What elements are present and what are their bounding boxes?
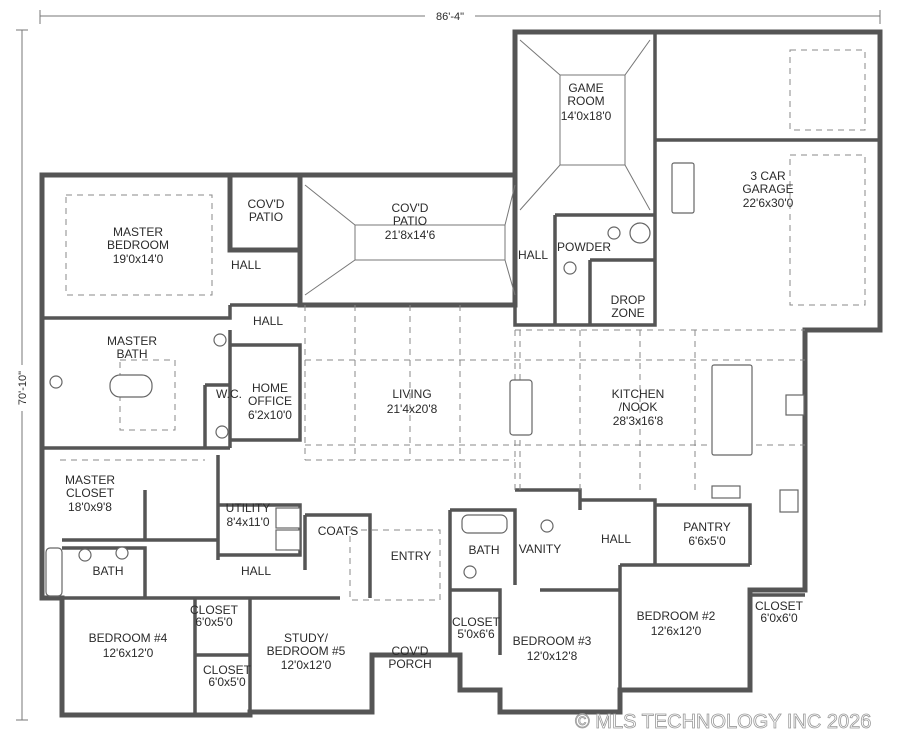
kitchen-size: 28'3x16'8 bbox=[613, 414, 664, 428]
master-bedroom-line2: BEDROOM bbox=[107, 238, 169, 252]
hall-game-label: HALL bbox=[518, 248, 548, 262]
watermark: © MLS TECHNOLOGY INC 2026 bbox=[575, 711, 871, 733]
hall-bottom-label: HALL bbox=[241, 564, 271, 578]
study-size: 12'0x12'0 bbox=[281, 658, 332, 672]
home-office-line1: HOME bbox=[252, 381, 288, 395]
garage-name-line1: 3 CAR bbox=[750, 169, 786, 183]
kitchen-line2: /NOOK bbox=[619, 400, 658, 414]
master-bedroom-size: 19'0x14'0 bbox=[113, 252, 164, 266]
master-bath-line1: MASTER bbox=[107, 334, 157, 348]
garage-name-line2: GARAGE bbox=[742, 182, 793, 196]
home-office-size: 6'2x10'0 bbox=[248, 408, 292, 422]
kitchen-line1: KITCHEN bbox=[612, 387, 665, 401]
utility-size: 8'4x11'0 bbox=[226, 515, 269, 529]
closet-a-size: 6'0x5'0 bbox=[195, 615, 233, 629]
master-closet-line1: MASTER bbox=[65, 473, 115, 487]
master-bedroom-line1: MASTER bbox=[113, 225, 163, 239]
hall-office-label: HALL bbox=[253, 314, 283, 328]
roof-hip-lines bbox=[304, 39, 651, 296]
bedroom4-name: BEDROOM #4 bbox=[89, 631, 168, 645]
utility-name: UTILITY bbox=[226, 501, 271, 515]
covd-patio-small-line1: COV'D bbox=[248, 197, 285, 211]
living-name: LIVING bbox=[392, 387, 431, 401]
powder-label: POWDER bbox=[557, 240, 611, 254]
bedroom4-size: 12'6x12'0 bbox=[103, 646, 154, 660]
covd-patio-main-line2: PATIO bbox=[393, 214, 427, 228]
master-closet-size: 18'0x9'8 bbox=[68, 500, 112, 514]
vanity-label: VANITY bbox=[519, 542, 561, 556]
bedroom3-name: BEDROOM #3 bbox=[513, 634, 592, 648]
covd-patio-small-line2: PATIO bbox=[249, 210, 283, 224]
bath-center-label: BATH bbox=[468, 543, 499, 557]
entry-label: ENTRY bbox=[391, 549, 431, 563]
bedroom2-name: BEDROOM #2 bbox=[637, 609, 716, 623]
bath-left-label: BATH bbox=[92, 564, 123, 578]
room-labels: GAME ROOM 14'0x18'0 3 CAR GARAGE 22'6x30… bbox=[65, 81, 804, 689]
living-size: 21'4x20'8 bbox=[387, 402, 438, 416]
closet-b-size: 6'0x5'0 bbox=[208, 675, 246, 689]
wc-label: W.C. bbox=[216, 387, 242, 401]
master-bath-line2: BATH bbox=[116, 347, 147, 361]
game-room-name-line1: GAME bbox=[568, 81, 603, 95]
study-line1: STUDY/ bbox=[284, 631, 329, 645]
covd-patio-main-size: 21'8x14'6 bbox=[385, 228, 436, 242]
fixtures bbox=[45, 162, 805, 597]
closet-d-size: 6'0x6'0 bbox=[760, 611, 798, 625]
study-line2: BEDROOM #5 bbox=[267, 644, 346, 658]
drop-zone-line1: DROP bbox=[611, 293, 646, 307]
drop-zone-line2: ZONE bbox=[611, 306, 644, 320]
bedroom2-size: 12'6x12'0 bbox=[651, 624, 702, 638]
closet-c-name: CLOSET bbox=[452, 615, 501, 629]
covd-patio-main-line1: COV'D bbox=[392, 201, 429, 215]
closet-b-name: CLOSET bbox=[203, 663, 252, 677]
hall-right-label: HALL bbox=[601, 532, 631, 546]
closet-c-size: 5'0x6'6 bbox=[457, 627, 495, 641]
pantry-name: PANTRY bbox=[683, 520, 731, 534]
exterior-walls bbox=[39, 29, 883, 718]
overall-depth-label: 70'-10" bbox=[17, 371, 29, 405]
home-office-line2: OFFICE bbox=[248, 394, 292, 408]
pantry-size: 6'6x5'0 bbox=[688, 534, 726, 548]
game-room-name-line2: ROOM bbox=[567, 94, 604, 108]
bedroom3-size: 12'0x12'8 bbox=[527, 649, 578, 663]
closet-d-name: CLOSET bbox=[755, 599, 804, 613]
dimension-lines: 86'-4" 70'-10" bbox=[15, 9, 881, 721]
covd-porch-line1: COV'D bbox=[392, 644, 429, 658]
interior-walls bbox=[42, 32, 880, 715]
garage-size: 22'6x30'0 bbox=[743, 196, 794, 210]
covd-porch-line2: PORCH bbox=[388, 657, 431, 671]
coats-label: COATS bbox=[318, 524, 358, 538]
overall-width-label: 86'-4" bbox=[436, 11, 464, 23]
hall-master-label: HALL bbox=[231, 258, 261, 272]
game-room-size: 14'0x18'0 bbox=[561, 109, 612, 123]
master-closet-line2: CLOSET bbox=[66, 486, 115, 500]
closet-a-name: CLOSET bbox=[190, 603, 239, 617]
